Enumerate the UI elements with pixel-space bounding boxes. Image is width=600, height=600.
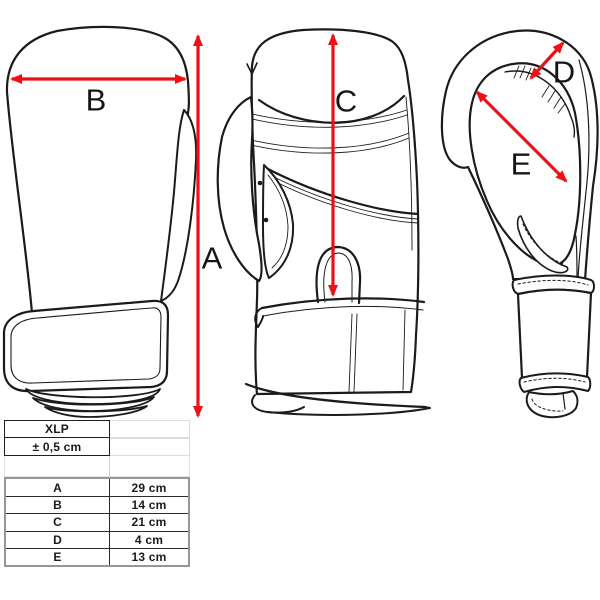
top-glove-flap-stitch [531, 398, 564, 412]
side-glove-wrist-strap-edge [260, 297, 426, 310]
value-cell: 13 cm [131, 549, 167, 564]
top-glove-cuff-bottom-band [518, 372, 592, 393]
glove-side-view [216, 28, 431, 416]
side-glove-palm-seam [264, 166, 420, 216]
size-table-tolerance-row: ± 0,5 cm [4, 438, 190, 456]
dimension-label-e: E [510, 146, 532, 182]
table-row: D 4 cm [6, 530, 188, 548]
side-glove-bottom-strap [244, 382, 427, 409]
side-glove-vent-hole-2 [263, 217, 269, 223]
top-glove-wrist-line [575, 235, 578, 280]
front-glove-strap [2, 299, 170, 393]
side-glove-vent-hole-1 [257, 180, 263, 186]
dim-cell: A [6, 479, 110, 497]
dimension-label-b: B [85, 82, 107, 118]
measurement-arrows [10, 33, 568, 418]
size-name-cell: XLP [4, 420, 110, 438]
size-table-spacer-row [4, 456, 190, 477]
measure-line-d [529, 41, 565, 80]
front-glove-cuff-roll-3 [44, 405, 148, 418]
table-row: E 13 cm [6, 547, 188, 565]
dim-cell: C [6, 514, 110, 531]
table-row: B 14 cm [6, 496, 188, 514]
front-glove-strap-stitch [10, 307, 162, 384]
side-glove-wrist-stitches [348, 309, 406, 393]
size-table-size-row: XLP [4, 420, 190, 438]
top-glove-wrist-fold-stitch [522, 223, 564, 265]
value-cell: 21 cm [131, 515, 167, 530]
size-empty-cell [110, 420, 190, 438]
glove-front-view [2, 25, 198, 418]
value-cell: 29 cm [131, 480, 167, 495]
front-glove-cuff-roll-1 [25, 388, 161, 405]
side-glove-top-notch [246, 62, 258, 75]
tolerance-cell: ± 0,5 cm [4, 438, 110, 456]
top-glove-cuff-body [516, 288, 593, 380]
side-glove-palm-stitches [265, 172, 419, 224]
dimension-label-c: C [334, 83, 358, 119]
top-glove-strap-line [577, 59, 590, 280]
tolerance-empty-cell [110, 438, 190, 456]
top-glove-cuff-bottom-stitch [523, 377, 586, 383]
dim-cell: D [6, 531, 110, 548]
measure-line-e [475, 90, 568, 183]
table-row: C 21 cm [6, 513, 188, 531]
table-row: A 29 cm [6, 479, 188, 497]
dimension-label-a: A [201, 240, 223, 276]
side-glove-wrist-strap-cap [254, 307, 264, 328]
size-table: XLP ± 0,5 cm A 29 cm B 14 cm C 21 cm [4, 420, 190, 567]
top-glove-bottom-flap [525, 390, 579, 419]
dimension-label-d: D [552, 54, 576, 90]
side-glove-palm-pad [262, 164, 295, 279]
value-cell: 4 cm [134, 532, 164, 547]
top-glove-cuff-top-stitch [517, 279, 589, 286]
side-glove-bottom-strap-edge [266, 406, 431, 416]
dim-cell: E [6, 548, 110, 565]
dim-cell: B [6, 497, 110, 514]
front-glove-cuff-roll-2 [32, 396, 155, 412]
side-glove-palm-pad-stitch [267, 174, 289, 269]
front-glove-body [5, 25, 190, 315]
value-cell: 14 cm [131, 498, 167, 513]
side-glove-wrist-strap-stitch [262, 305, 424, 317]
side-glove-bottom-strap-under [251, 394, 305, 414]
side-glove-thumb [216, 95, 263, 283]
side-glove-strap-loop-stitch [323, 252, 353, 303]
size-table-data-block: A 29 cm B 14 cm C 21 cm D 4 cm E 13 cm [4, 477, 190, 567]
top-glove-flap-seam [562, 392, 566, 410]
